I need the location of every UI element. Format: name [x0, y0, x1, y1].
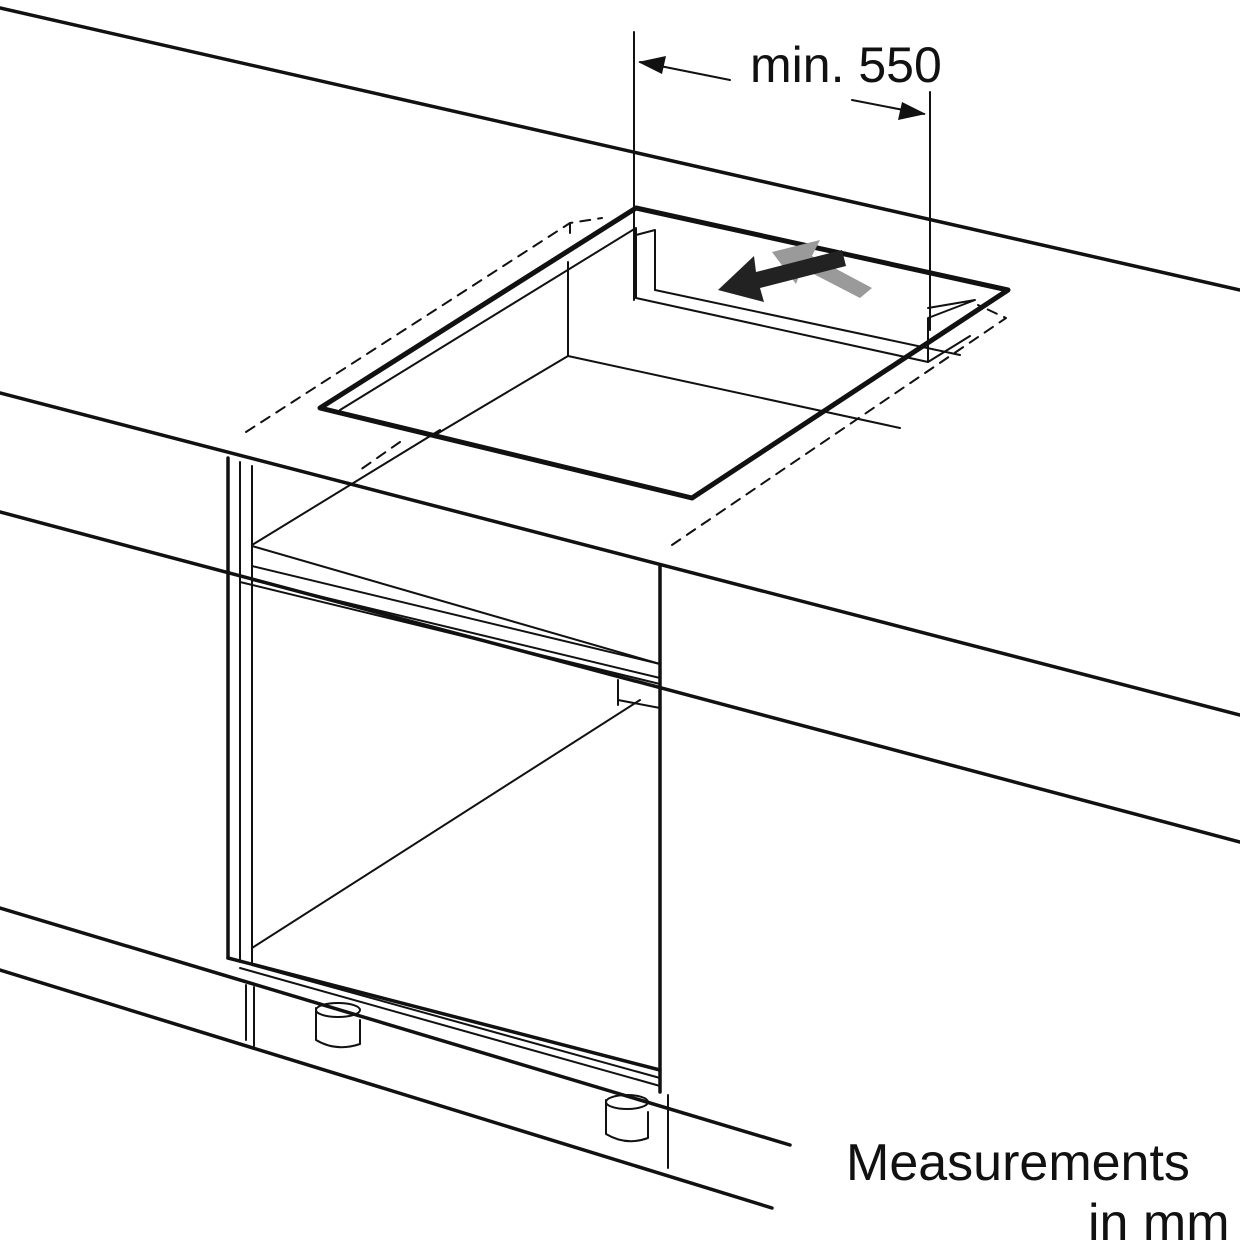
cutout-inner-right: [654, 289, 961, 356]
cabinet-base-inner-2: [239, 967, 661, 1087]
cabinet-base-front: [226, 956, 662, 1072]
insertion-arrow-dark-icon: [718, 250, 846, 302]
cabinet-base-inner: [251, 964, 661, 1079]
foot-left-top: [315, 1002, 361, 1018]
cutout-rear-ledge: [635, 297, 971, 363]
cabinet-rear-left-top: [251, 545, 661, 665]
cutout-inner-floor-back: [567, 355, 901, 429]
note-line1: Measurements: [846, 1134, 1190, 1192]
cutout-right-block: [927, 299, 976, 363]
insertion-arrows: [718, 240, 872, 302]
cabinet-shelf-front-top: [251, 565, 661, 665]
worktop-back-edge: [0, 6, 1240, 292]
measurement-note: Measurements in mm: [846, 1134, 1230, 1240]
cabinet-shelf-front-lower: [239, 581, 661, 685]
cabinet-top-rear-edge: [251, 429, 441, 546]
foot-left-body: [315, 1007, 361, 1049]
worktop: [0, 6, 1240, 844]
cutout-rear-block: [635, 229, 656, 291]
cabinet-foot-left: [315, 1002, 361, 1049]
worktop-front-bottom-edge: [0, 510, 1240, 844]
hob-dashed-front: [671, 304, 1007, 546]
cabinet-foot-right: [605, 1094, 649, 1143]
cabinet-shelf-front-bottom: [251, 579, 661, 679]
cutout-outline: [317, 205, 1011, 501]
cutout-inner-floor-left: [434, 355, 569, 436]
base-cabinet: [226, 429, 662, 1094]
cabinet-inner-floor-diagonal: [251, 699, 641, 949]
hob-dashed-outline: [245, 217, 1007, 546]
dimension-arrow-left-icon: [638, 56, 666, 74]
floor-line-back: [0, 906, 792, 1147]
cutout-inner-left-edge: [339, 227, 637, 411]
note-line2: in mm: [1088, 1194, 1230, 1240]
dimension-arrow-right-icon: [898, 102, 926, 120]
floor-line-front: [0, 968, 774, 1210]
cabinet-inner-back-top: [617, 699, 661, 709]
worktop-front-top-edge: [0, 391, 1240, 717]
dimension-min-550: min. 550: [633, 31, 942, 331]
foot-right-top: [605, 1094, 649, 1110]
foot-right-body: [605, 1099, 649, 1143]
hob-dashed-left: [245, 217, 603, 433]
plinth: [0, 906, 792, 1210]
worktop-cutout: [317, 205, 1011, 501]
dimension-label: min. 550: [750, 37, 942, 93]
hob-dashed-front-left: [359, 441, 401, 471]
